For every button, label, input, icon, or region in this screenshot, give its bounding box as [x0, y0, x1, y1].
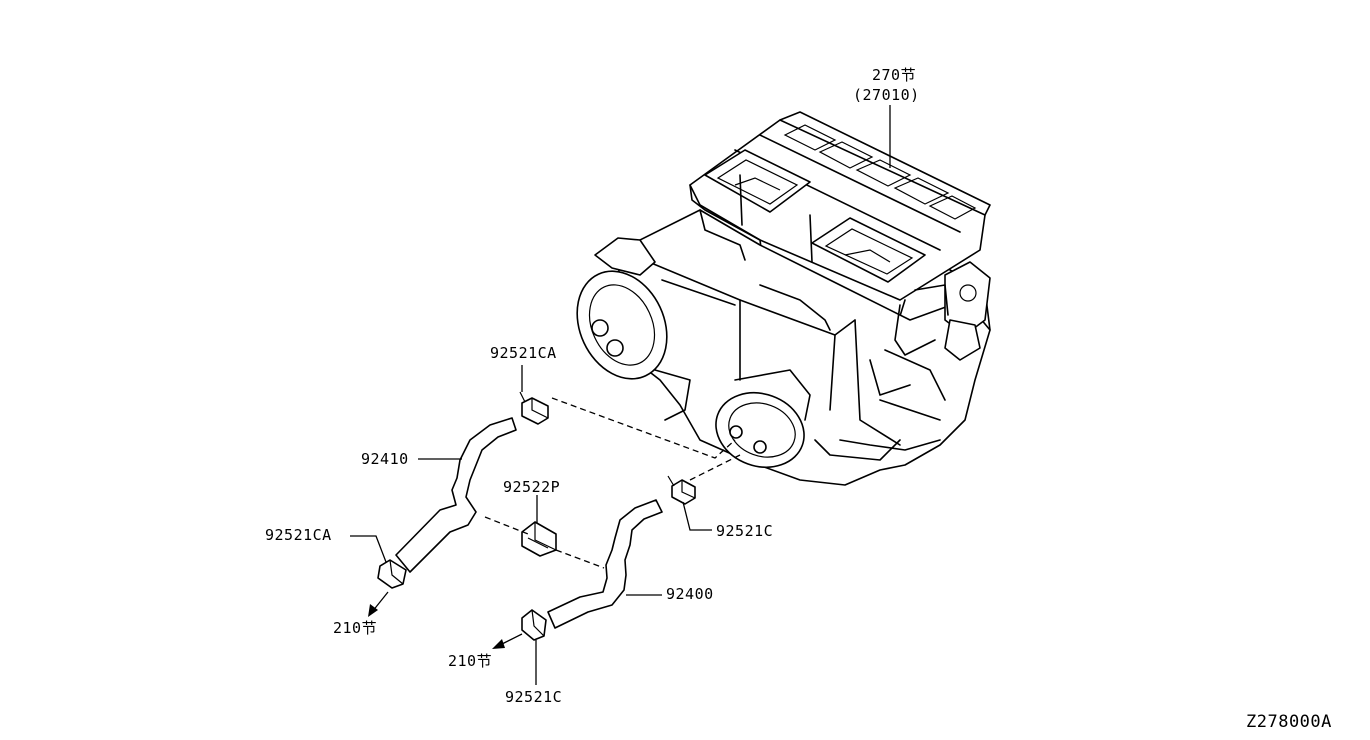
clamp-bottom-shape	[521, 609, 547, 641]
callout-ref-bottom: 210节	[448, 652, 493, 670]
callout-hose-upper: 92410	[361, 450, 409, 468]
clamp-upper-left-shape	[519, 391, 549, 425]
diagram-id: Z278000A	[1246, 712, 1332, 732]
arrow-ref-left	[368, 591, 389, 617]
clamp-lower-left-shape	[377, 559, 407, 589]
callout-heater-unit-section: 270节	[872, 66, 917, 84]
callout-ref-left: 210节	[333, 619, 378, 637]
clip-92522P-shape	[521, 521, 557, 557]
hose-92410	[395, 417, 517, 573]
clamp-right-shape	[667, 475, 696, 505]
hose-92400	[547, 499, 663, 629]
callout-clamp-upper-left: 92521CA	[490, 344, 557, 362]
callout-clamp-lower-left: 92521CA	[265, 526, 332, 544]
callout-clip: 92522P	[503, 478, 561, 496]
callout-clamp-right: 92521C	[716, 522, 774, 540]
arrow-ref-bottom	[492, 633, 523, 649]
heater-unit-assembly	[576, 111, 991, 486]
callout-clamp-bottom: 92521C	[505, 688, 563, 706]
callout-heater-unit-number: (27010)	[853, 86, 920, 104]
callout-hose-lower: 92400	[666, 585, 714, 603]
